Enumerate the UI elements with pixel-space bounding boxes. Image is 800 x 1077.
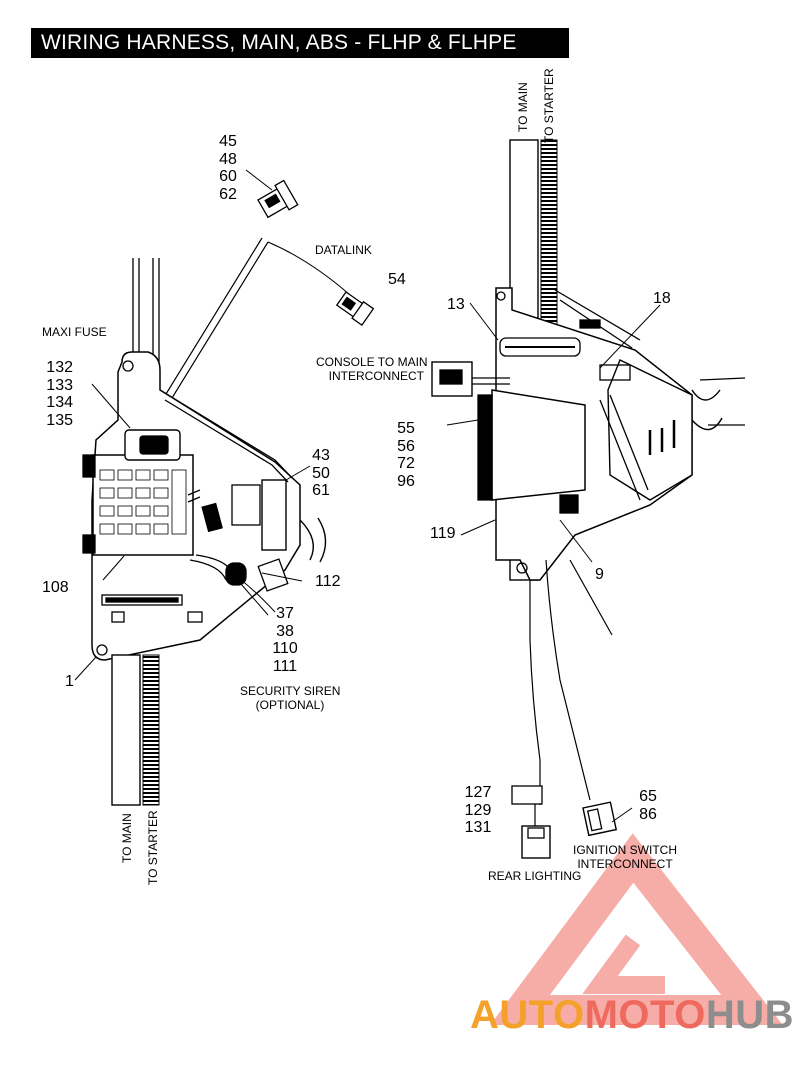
label-datalink: DATALINK [315,243,372,257]
label-left-to-main: TO MAIN [120,813,134,863]
watermark-moto: MOTO [584,993,706,1037]
watermark-hub: HUB [705,993,795,1037]
callout-65: 65 86 [639,788,657,823]
label-ignition-interconnect: IGNITION SWITCH INTERCONNECT [573,843,677,871]
right-harness-assembly [431,139,746,859]
label-console-interconnect: CONSOLE TO MAIN INTERCONNECT [316,355,428,383]
callout-127: 127 129 131 [464,784,492,836]
callout-37: 37 38 110 111 [272,605,298,675]
watermark-logo: AUTOMOTOHUB [470,993,794,1038]
connector-45 [257,179,299,219]
left-harness-assembly [82,179,375,806]
label-rear-lighting: REAR LIGHTING [488,869,582,883]
connector-55 [431,361,510,397]
label-right-to-main: TO MAIN [516,82,530,132]
watermark-auto: AUTO [470,993,585,1037]
connector-54 [335,291,375,327]
callout-1: 1 [65,673,74,690]
connector-65 [582,801,618,837]
callout-45: 45 48 60 62 [219,133,237,203]
callout-55: 55 56 72 96 [397,420,415,490]
label-left-to-starter: TO STARTER [146,810,160,885]
callout-9: 9 [595,566,604,583]
label-right-to-starter: TO STARTER [542,68,556,143]
callout-43: 43 50 61 [312,447,330,499]
callout-112: 112 [315,573,341,590]
callout-18: 18 [653,290,671,307]
callout-13: 13 [447,296,465,313]
callout-132: 132 133 134 135 [46,359,73,429]
label-maxi-fuse: MAXI FUSE [42,325,107,339]
leader-lines [74,169,661,823]
watermark-triangle [490,833,783,1025]
callout-54: 54 [388,271,406,288]
diagram-title: WIRING HARNESS, MAIN, ABS - FLHP & FLHPE [31,28,569,58]
label-security-siren: SECURITY SIREN (OPTIONAL) [240,684,341,712]
callout-119: 119 [430,525,456,542]
callout-108: 108 [42,579,69,596]
